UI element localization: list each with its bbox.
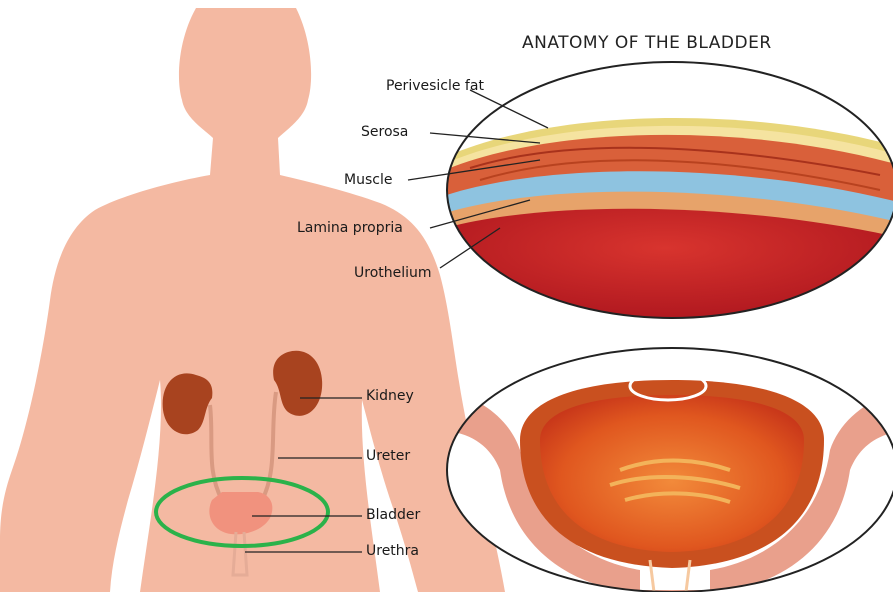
label-lamina-propria: Lamina propria xyxy=(297,220,403,236)
label-urethra: Urethra xyxy=(366,543,419,559)
lumen xyxy=(420,209,893,340)
label-ureter: Ureter xyxy=(366,448,410,464)
label-bladder: Bladder xyxy=(366,507,420,523)
label-kidney: Kidney xyxy=(366,388,414,404)
bladder-wall-cross-section xyxy=(420,60,893,340)
label-serosa: Serosa xyxy=(361,124,408,140)
label-urothelium: Urothelium xyxy=(354,265,432,281)
label-perivesicle-fat: Perivesicle fat xyxy=(386,78,484,94)
label-muscle: Muscle xyxy=(344,172,392,188)
diagram-title: ANATOMY OF THE BLADDER xyxy=(522,33,772,53)
